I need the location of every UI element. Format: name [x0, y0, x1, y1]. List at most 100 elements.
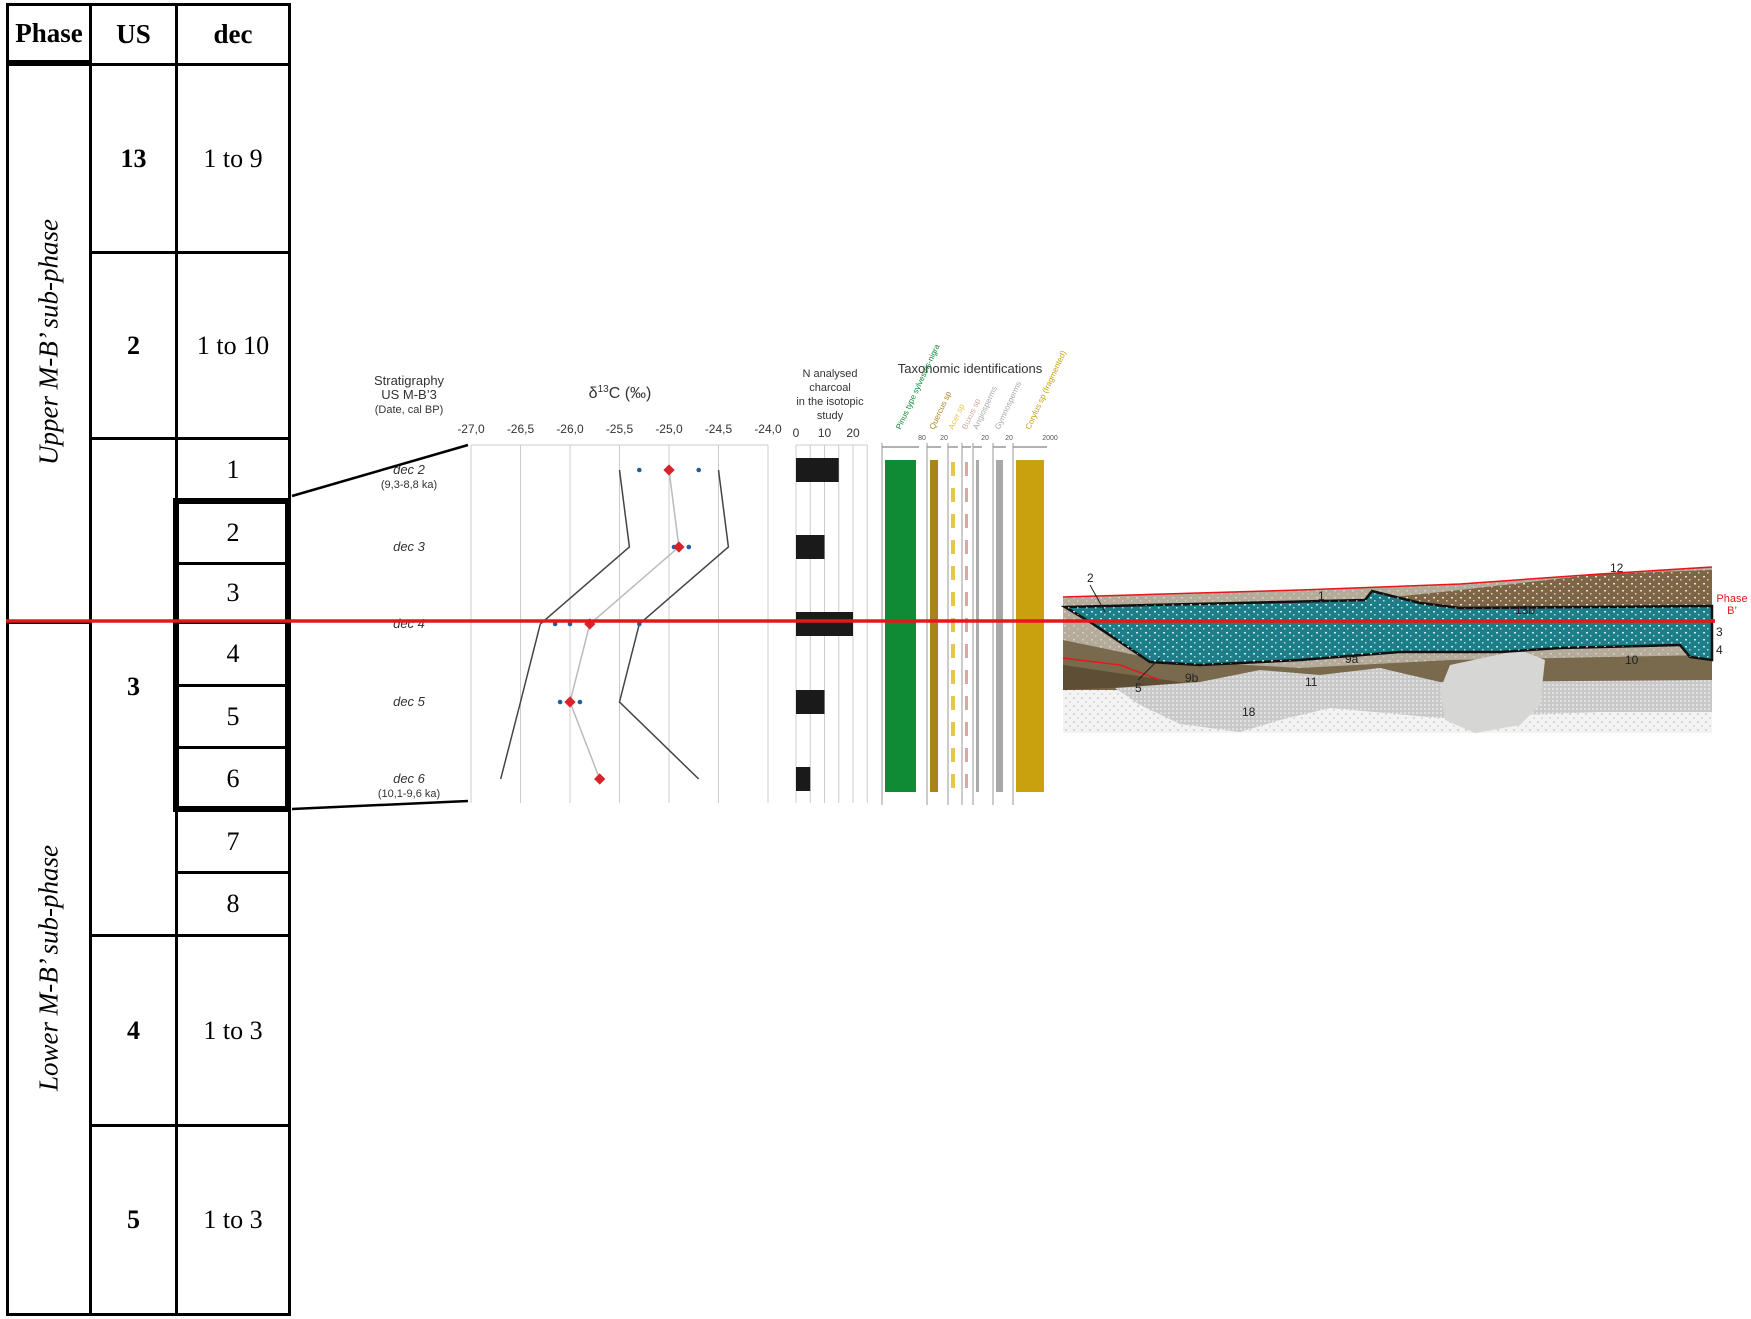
header-phase: Phase — [6, 3, 92, 63]
taxon-bar-dash — [965, 670, 968, 684]
section-label: 9b — [1185, 671, 1199, 685]
section-label: 11 — [1305, 675, 1318, 689]
stratigraphic-section — [1060, 566, 1714, 733]
taxon-bar-dash — [965, 592, 968, 606]
replicate-point — [637, 467, 642, 473]
replicate-point — [577, 699, 583, 705]
n-title-line: in the isotopic — [796, 396, 864, 408]
x-tick-label: -25,5 — [606, 422, 634, 436]
taxon-scale: 80 — [918, 435, 926, 442]
taxon-scale: 2000 — [1042, 435, 1058, 442]
mean-point — [594, 773, 606, 785]
us-cell: 3 — [89, 437, 178, 937]
taxon-bar-dash — [951, 618, 955, 632]
taxon-bar-dash — [965, 748, 968, 762]
taxon-bar-dash — [951, 774, 955, 788]
boulder — [1440, 650, 1545, 733]
taxon-bar-dash — [951, 566, 955, 580]
taxon-bar-dash — [965, 540, 968, 554]
n-tick-label: 20 — [846, 426, 860, 440]
n-tick-label: 10 — [818, 426, 832, 440]
taxon-bar-dash — [951, 748, 955, 762]
layer-9b — [1063, 665, 1300, 690]
taxon-bar-dash — [965, 774, 968, 788]
taxon-bar — [930, 460, 938, 792]
level-label: dec 2 — [393, 462, 426, 477]
taxon-bar-dash — [965, 514, 968, 528]
section-label: 5 — [1135, 681, 1142, 695]
taxon-bar-dash — [951, 670, 955, 684]
taxon-bar-dash — [951, 462, 955, 476]
dec-cell: 8 — [175, 871, 291, 937]
taxon-bar — [1016, 460, 1044, 792]
n-bar — [796, 690, 825, 714]
dec-cell: 1 to 9 — [175, 63, 291, 254]
n-bar — [796, 767, 811, 791]
section-label: 3 — [1716, 625, 1723, 639]
dec-cell: 3 — [175, 562, 291, 624]
envelope-min-line — [499, 469, 631, 780]
taxon-bar-dash — [965, 722, 968, 736]
taxon-bar-dash — [965, 566, 968, 580]
taxon-bar-dash — [951, 592, 955, 606]
taxon-bar-dash — [965, 696, 968, 710]
level-label: dec 4 — [393, 616, 425, 631]
connector-bottom — [291, 799, 469, 811]
mean-point — [673, 541, 685, 553]
x-tick-label: -26,0 — [556, 422, 584, 436]
leader-line — [1137, 657, 1161, 681]
phase-upper-label: Upper M-B’ sub-phase — [33, 219, 64, 465]
dec-cell: 1 — [175, 437, 291, 503]
replicate-point — [696, 467, 701, 473]
replicate-point — [567, 621, 573, 627]
section-label: 1 — [1318, 589, 1325, 603]
highlight-box — [173, 498, 291, 812]
us-cell: 13 — [89, 63, 178, 254]
section-label: 2 — [1087, 571, 1094, 585]
replicate-point — [552, 621, 558, 627]
section-label: 4 — [1716, 643, 1723, 657]
section-label: 9a — [1345, 652, 1359, 666]
section-label: 13b — [1515, 603, 1535, 617]
taxon-bar-dash — [965, 644, 968, 658]
dec-cell: 1 to 10 — [175, 251, 291, 440]
level-label: dec 6 — [393, 771, 426, 786]
section-label: 18 — [1242, 705, 1256, 719]
phase-label: Phase — [1716, 593, 1747, 605]
replicate-point — [557, 699, 563, 705]
section-label: 12 — [1610, 561, 1624, 575]
dec-cell: 1 to 3 — [175, 1124, 291, 1316]
strat-title-line: US M-B’3 — [381, 387, 437, 402]
taxon-scale: 20 — [981, 435, 989, 442]
phase-lower-label: Lower M-B’ sub-phase — [33, 845, 64, 1091]
n-title-line: study — [817, 410, 844, 422]
n-bar — [796, 612, 853, 636]
taxon-bar — [885, 460, 916, 792]
connector-top — [291, 443, 469, 498]
taxon-bar-dash — [951, 514, 955, 528]
x-tick-label: -26,5 — [507, 422, 535, 436]
level-label: dec 3 — [393, 539, 426, 554]
taxon-bar-dash — [951, 644, 955, 658]
x-tick-label: -27,0 — [457, 422, 485, 436]
mean-point — [663, 464, 675, 476]
us-cell: 2 — [89, 251, 178, 440]
us-cell: 4 — [89, 934, 178, 1127]
x-tick-label: -25,0 — [655, 422, 683, 436]
x-tick-label: -24,5 — [705, 422, 733, 436]
n-title-line: N analysed — [802, 368, 857, 380]
taxon-scale: 20 — [1005, 435, 1013, 442]
mean-point — [564, 696, 576, 708]
phase-lower-cell — [6, 621, 92, 1316]
n-tick-label: 0 — [793, 426, 800, 440]
taxon-bar-dash — [965, 488, 968, 502]
leader-line — [1089, 584, 1106, 613]
taxon-bar-dash — [951, 722, 955, 736]
n-bar — [796, 535, 825, 559]
n-title-line: charcoal — [809, 382, 851, 394]
envelope-max-line — [618, 469, 730, 780]
taxon-bar-dash — [951, 540, 955, 554]
taxon-bar — [996, 460, 1003, 792]
header-dec: dec — [175, 3, 291, 66]
